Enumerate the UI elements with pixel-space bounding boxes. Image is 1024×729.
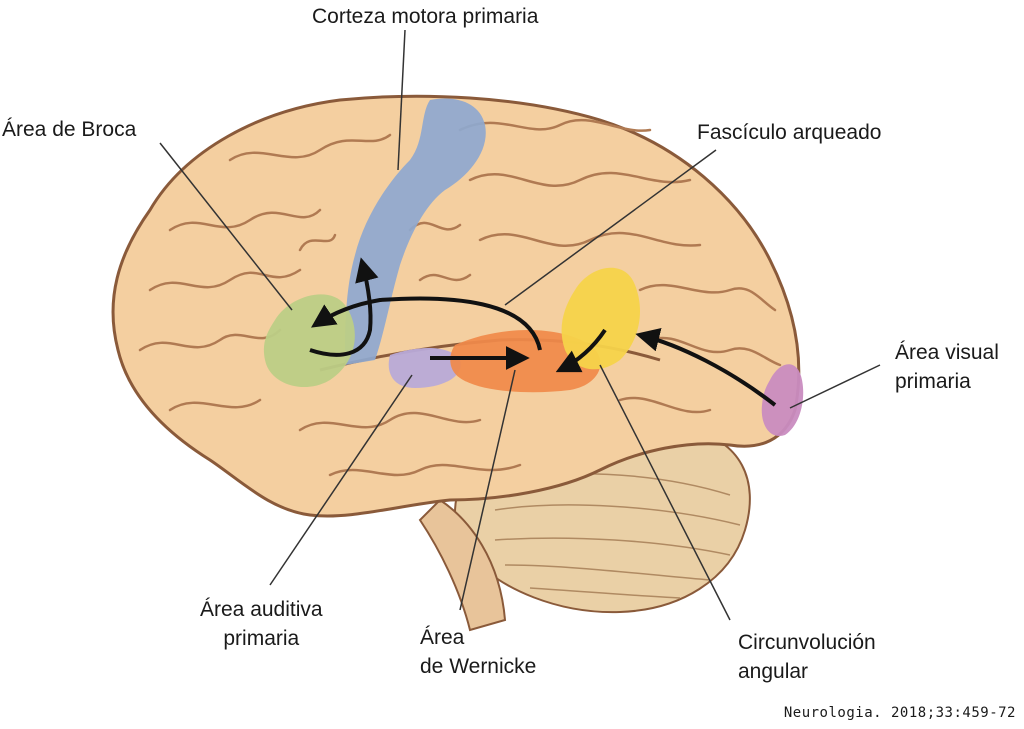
label-visual-line2: primaria bbox=[895, 370, 971, 393]
leader-auditory bbox=[269, 374, 413, 586]
label-motor-cortex: Corteza motora primaria bbox=[312, 5, 539, 28]
label-wernicke-area: Área de Wernicke bbox=[420, 623, 536, 681]
leader-wernicke bbox=[459, 369, 516, 611]
leader-motor bbox=[397, 29, 406, 171]
citation: Neurologia. 2018;33:459-72 bbox=[783, 705, 1016, 721]
visual-region bbox=[761, 364, 804, 436]
leader-lines bbox=[159, 29, 881, 621]
broca-to-motor-arrow bbox=[309, 257, 379, 357]
angular-to-wernicke-arrow bbox=[555, 328, 607, 373]
leader-visual bbox=[789, 364, 881, 409]
angular-gyrus-region bbox=[561, 267, 640, 370]
label-wernicke-line1: Área bbox=[420, 626, 465, 649]
leader-angular bbox=[599, 364, 731, 621]
gyri bbox=[138, 118, 782, 477]
label-auditory-area: Área auditiva primaria bbox=[200, 595, 323, 653]
label-angular-gyrus: Circunvolución angular bbox=[738, 628, 876, 686]
label-arcuate-fasciculus: Fascículo arqueado bbox=[697, 121, 882, 144]
leader-broca bbox=[159, 142, 293, 311]
label-visual-line1: Área visual bbox=[895, 341, 999, 364]
label-angular-line2: angular bbox=[738, 660, 809, 683]
label-broca: Área de Broca bbox=[2, 118, 137, 141]
label-auditory-line1: Área auditiva bbox=[200, 598, 323, 621]
label-angular-line1: Circunvolución bbox=[738, 631, 876, 654]
cerebellum-folia bbox=[494, 473, 741, 599]
cerebrum bbox=[111, 94, 801, 518]
arcuate-fasciculus-arrow bbox=[311, 296, 542, 351]
visual-to-angular-arrow bbox=[635, 328, 777, 407]
label-wernicke-line2: de Wernicke bbox=[420, 655, 537, 678]
brainstem bbox=[418, 498, 507, 632]
pathway-arrows bbox=[309, 257, 777, 407]
label-visual-area: Área visual primaria bbox=[895, 338, 999, 396]
leader-arcuate bbox=[504, 149, 717, 306]
label-auditory-line2: primaria bbox=[223, 627, 300, 650]
